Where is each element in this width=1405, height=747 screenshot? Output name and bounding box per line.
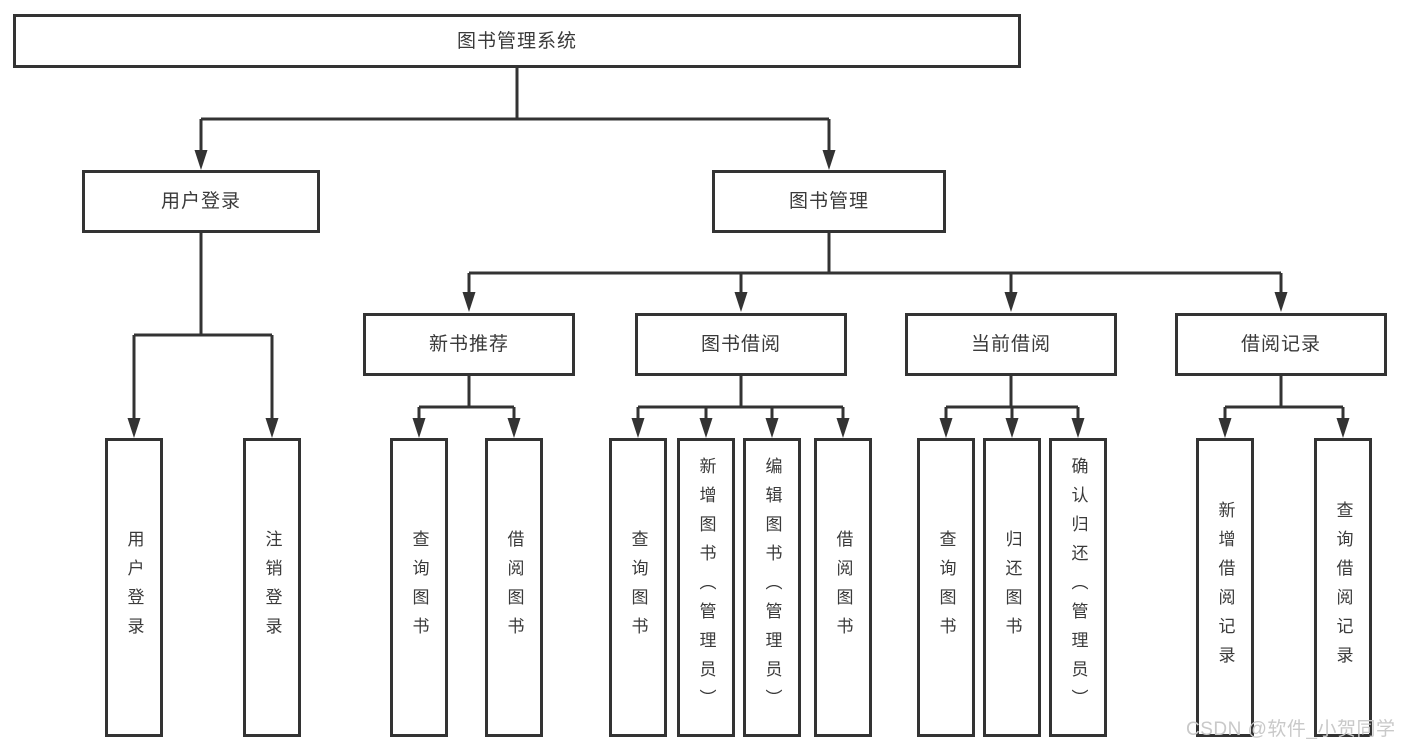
- leaf-confirm-return-admin: 确认归还（管理员）: [1049, 438, 1107, 737]
- node-book-management: 图书管理: [712, 170, 946, 233]
- leaf-logout: 注销登录: [243, 438, 301, 737]
- leaf-borrow-books: 借阅图书: [814, 438, 872, 737]
- leaf-label: 查询图书: [936, 529, 956, 646]
- node-label: 图书管理: [788, 191, 869, 212]
- leaf-add-borrow-record: 新增借阅记录: [1196, 438, 1254, 737]
- leaf-label: 确认归还（管理员）: [1068, 457, 1088, 718]
- node-label: 借阅记录: [1240, 334, 1321, 355]
- leaf-query-books-borrow: 查询图书: [609, 438, 667, 737]
- csdn-watermark: CSDN @软件_小贺同学: [1186, 719, 1396, 740]
- leaf-edit-books-admin: 编辑图书（管理员）: [743, 438, 801, 737]
- node-new-book-recommend: 新书推荐: [363, 313, 575, 376]
- node-label: 新书推荐: [428, 334, 509, 355]
- leaf-label: 编辑图书（管理员）: [762, 457, 782, 718]
- leaf-label: 新增借阅记录: [1215, 500, 1235, 675]
- leaf-query-books-recommend: 查询图书: [390, 438, 448, 737]
- leaf-label: 查询图书: [628, 529, 648, 646]
- node-user-login: 用户登录: [82, 170, 320, 233]
- leaf-label: 借阅图书: [504, 529, 524, 646]
- node-library-management-system: 图书管理系统: [13, 14, 1021, 68]
- leaf-label: 新增图书（管理员）: [696, 457, 716, 718]
- leaf-add-books-admin: 新增图书（管理员）: [677, 438, 735, 737]
- leaf-label: 借阅图书: [833, 529, 853, 646]
- leaf-label: 归还图书: [1002, 529, 1022, 646]
- leaf-label: 查询图书: [409, 529, 429, 646]
- leaf-label: 查询借阅记录: [1333, 500, 1353, 675]
- node-label: 当前借阅: [970, 334, 1051, 355]
- node-borrow-records: 借阅记录: [1175, 313, 1387, 376]
- leaf-borrow-books-recommend: 借阅图书: [485, 438, 543, 737]
- node-label: 图书管理系统: [456, 30, 577, 52]
- node-current-borrow: 当前借阅: [905, 313, 1117, 376]
- node-label: 图书借阅: [700, 334, 781, 355]
- leaf-label: 注销登录: [262, 529, 282, 646]
- node-book-borrow: 图书借阅: [635, 313, 847, 376]
- leaf-user-login: 用户登录: [105, 438, 163, 737]
- node-label: 用户登录: [160, 191, 241, 212]
- leaf-query-books-current: 查询图书: [917, 438, 975, 737]
- leaf-label: 用户登录: [124, 529, 144, 646]
- leaf-query-borrow-record: 查询借阅记录: [1314, 438, 1372, 737]
- leaf-return-books: 归还图书: [983, 438, 1041, 737]
